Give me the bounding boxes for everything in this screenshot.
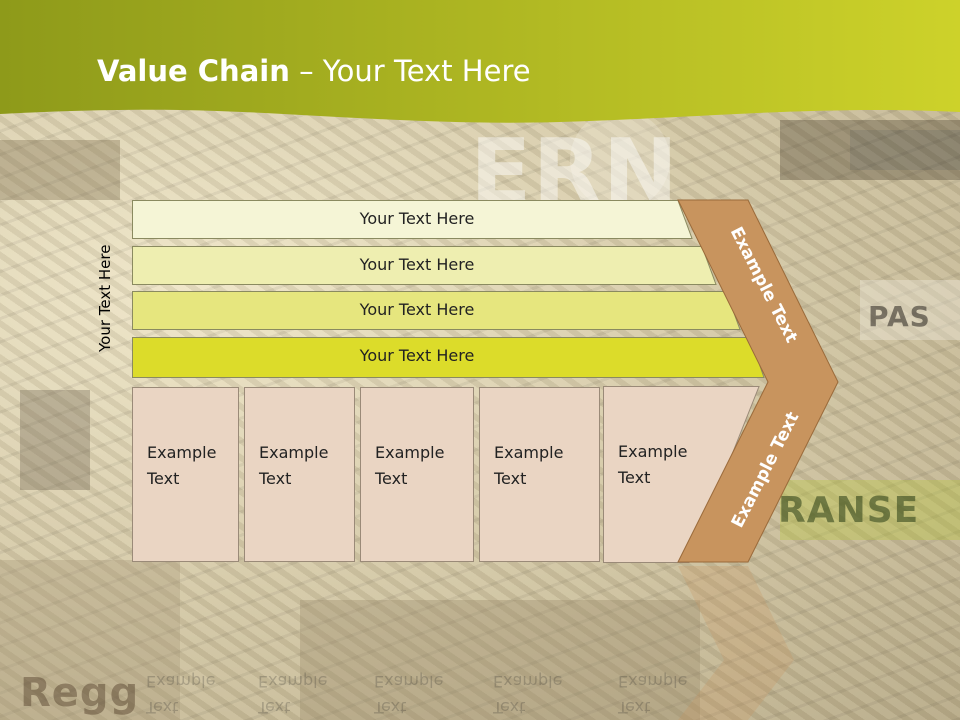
box-reflection: Text Example [244,570,355,720]
activity-box-2: Example Text [244,387,355,562]
support-bar-label: Your Text Here [359,255,475,274]
collage-word: RANSE [778,490,920,531]
box-line-1: Example [375,443,445,462]
header-band [0,0,960,123]
box-line-2: Text [494,469,527,488]
reflection-text: Example [258,672,328,691]
box-line-1: Example [618,442,688,461]
activity-box-3: Example Text [360,387,474,562]
reflection-text: Text [258,698,291,717]
reflection-text: Example [493,672,563,691]
margin-chevron [677,199,839,563]
box-line-2: Text [618,468,651,487]
box-reflection: Text Example [132,570,239,720]
box-reflection: Text Example [360,570,474,720]
collage-word: PAS [868,300,931,333]
slide-title: Value Chain – Your Text Here [97,54,531,88]
vertical-label: Your Text Here [96,244,114,352]
support-bar-label: Your Text Here [359,346,475,365]
title-rest: – Your Text Here [289,54,531,88]
reflection-text: Example [374,672,444,691]
activity-box-4: Example Text [479,387,600,562]
reflection-text: Text [493,698,526,717]
box-reflection: Text Example [479,570,600,720]
collage-word: Regg [20,670,140,716]
box-line-1: Example [147,443,217,462]
box-line-2: Text [259,469,292,488]
chevron-reflection [678,566,794,720]
title-bold: Value Chain [97,54,290,88]
box-line-1: Example [259,443,329,462]
reflection-text: Example [146,672,216,691]
box-line-1: Example [494,443,564,462]
activity-box-1: Example Text [132,387,239,562]
support-bar-label: Your Text Here [359,209,475,228]
reflection-text: Text [374,698,407,717]
box-line-2: Text [375,469,408,488]
box-line-2: Text [147,469,180,488]
support-bar-label: Your Text Here [359,300,475,319]
activity-box-5: Example Text [604,387,704,562]
reflection-text: Text [146,698,179,717]
